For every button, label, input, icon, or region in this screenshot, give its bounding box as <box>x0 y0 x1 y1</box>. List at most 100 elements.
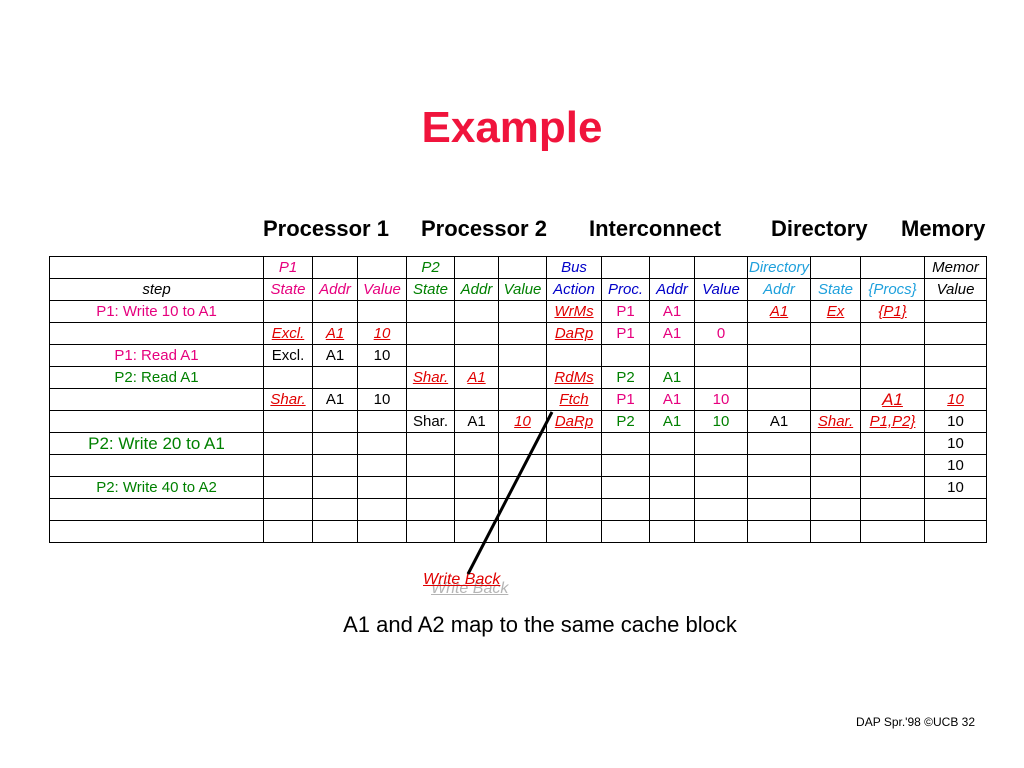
cell-p2-value <box>498 454 547 477</box>
cell-bus-proc: P2 <box>601 366 650 389</box>
cell-p2-addr: Addr <box>454 278 499 301</box>
cell-p1-addr: Addr <box>312 278 358 301</box>
cell-p1-addr <box>312 366 358 389</box>
cell-bus-action: DaRp <box>546 322 602 345</box>
cell-dir-addr <box>746 454 812 477</box>
cell-bus-addr: Addr <box>649 278 695 301</box>
header-directory: Directory <box>771 216 868 241</box>
cell-p1-value: 10 <box>357 322 407 345</box>
header-interconnect: Interconnect <box>589 216 722 241</box>
cell-dir-state <box>810 476 862 499</box>
cell-p1-state: Excl. <box>263 344 313 367</box>
cell-bus-addr: A1 <box>649 366 695 389</box>
cell-step: P1: Write 10 to A1 <box>49 300 264 323</box>
cell-bus-action <box>546 520 602 543</box>
cell-mem-value <box>924 498 988 521</box>
cell-step <box>49 322 264 345</box>
cell-p2-addr <box>454 388 499 411</box>
cell-bus-proc <box>601 520 650 543</box>
write-back-shadow: Write Back <box>431 580 509 597</box>
cell-step <box>49 388 264 411</box>
cell-p2-value: 10 <box>498 410 547 433</box>
cell-dir-state <box>810 322 862 345</box>
cell-p1-state: P1 <box>263 256 313 279</box>
cell-dir-procs <box>860 520 926 543</box>
cell-bus-proc: Proc. <box>601 278 650 301</box>
cell-bus-action <box>546 498 602 521</box>
cell-bus-proc <box>601 476 650 499</box>
cell-p1-state <box>263 366 313 389</box>
cell-p1-value <box>357 366 407 389</box>
cell-p1-addr <box>312 256 358 279</box>
cell-p1-value: 10 <box>357 388 407 411</box>
cell-dir-state <box>810 366 862 389</box>
cell-p2-state <box>406 344 455 367</box>
cell-p1-value <box>357 432 407 455</box>
cell-bus-addr <box>649 520 695 543</box>
cell-mem-value: 10 <box>924 476 988 499</box>
cell-bus-value <box>694 300 748 323</box>
cell-bus-action: RdMs <box>546 366 602 389</box>
cell-bus-proc <box>601 432 650 455</box>
cell-dir-procs <box>860 454 926 477</box>
header-memory: Memory <box>901 216 986 241</box>
table-row <box>49 520 988 543</box>
header-processor-2: Processor 2 <box>421 216 547 241</box>
cell-bus-value <box>694 498 748 521</box>
cell-dir-state: Ex <box>810 300 862 323</box>
cell-p1-addr <box>312 432 358 455</box>
cell-dir-procs <box>860 366 926 389</box>
cell-bus-value: 10 <box>694 410 748 433</box>
cell-bus-addr <box>649 344 695 367</box>
cell-p1-addr <box>312 410 358 433</box>
cell-dir-addr: Directory <box>746 256 812 279</box>
cell-bus-addr: A1 <box>649 388 695 411</box>
cell-step <box>49 520 264 543</box>
table-row: 10 <box>49 454 988 477</box>
cell-dir-state <box>810 432 862 455</box>
cell-dir-addr <box>746 432 812 455</box>
caption: A1 and A2 map to the same cache block <box>343 612 737 637</box>
cell-p1-state: Shar. <box>263 388 313 411</box>
cell-p2-state <box>406 322 455 345</box>
cell-p2-addr <box>454 454 499 477</box>
cell-dir-state <box>810 498 862 521</box>
cell-bus-value <box>694 256 748 279</box>
cell-p1-value <box>357 498 407 521</box>
cell-mem-value <box>924 520 988 543</box>
cell-p2-value: Value <box>498 278 547 301</box>
cell-bus-addr <box>649 432 695 455</box>
cell-bus-action <box>546 476 602 499</box>
cell-bus-action <box>546 344 602 367</box>
cell-p1-addr <box>312 476 358 499</box>
cell-dir-procs: P1,P2} <box>860 410 926 433</box>
cell-bus-action <box>546 454 602 477</box>
cell-bus-value <box>694 520 748 543</box>
cell-dir-procs <box>860 476 926 499</box>
cell-p1-state <box>263 410 313 433</box>
cell-p2-value <box>498 256 547 279</box>
header-processor-1: Processor 1 <box>263 216 389 241</box>
cell-bus-proc <box>601 344 650 367</box>
cell-dir-state <box>810 454 862 477</box>
cell-p2-state: State <box>406 278 455 301</box>
cell-p1-value <box>357 476 407 499</box>
cell-bus-addr <box>649 256 695 279</box>
cell-p2-addr <box>454 322 499 345</box>
cell-p2-addr <box>454 520 499 543</box>
cell-dir-state <box>810 520 862 543</box>
cell-p1-addr <box>312 300 358 323</box>
cell-bus-action: Ftch <box>546 388 602 411</box>
cell-p1-state <box>263 432 313 455</box>
cell-p1-value <box>357 520 407 543</box>
cell-dir-addr <box>746 388 812 411</box>
cell-p2-state: Shar. <box>406 410 455 433</box>
cell-dir-state <box>810 388 862 411</box>
cell-dir-procs: {P1} <box>860 300 926 323</box>
